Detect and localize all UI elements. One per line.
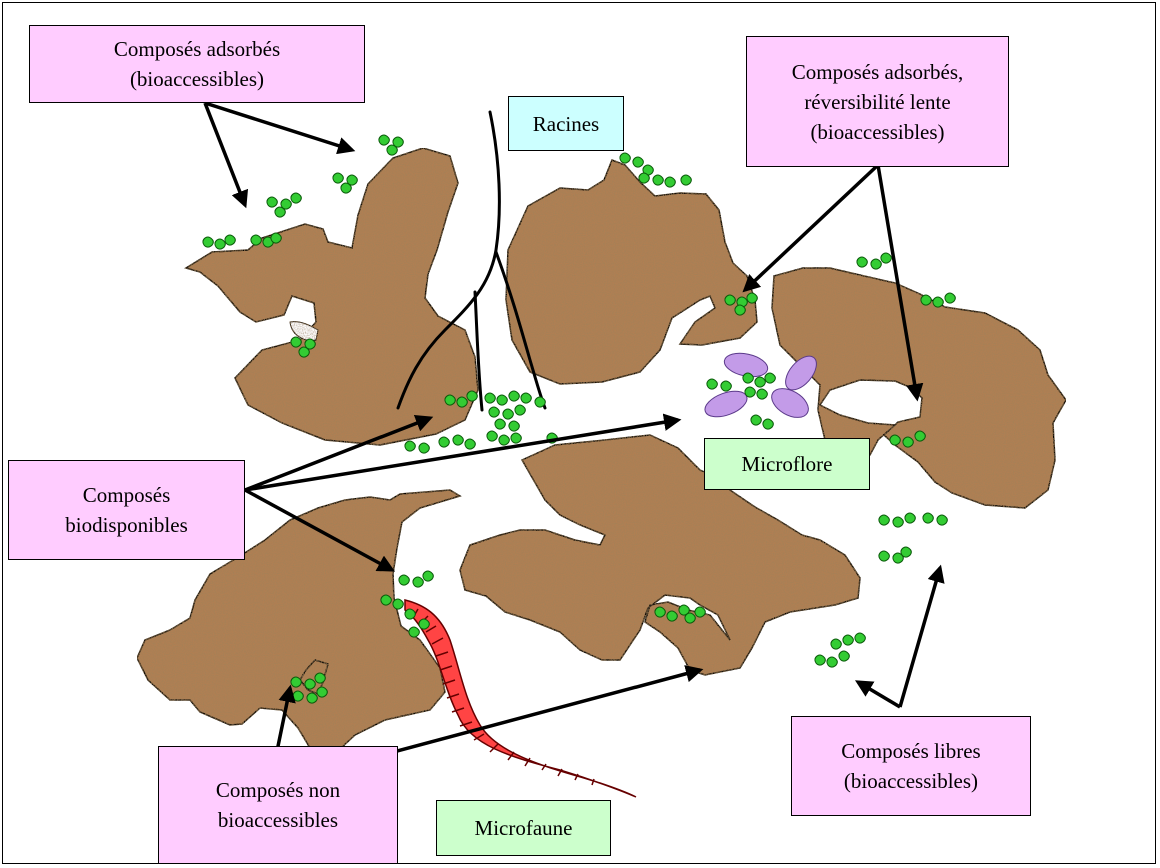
soil-aggregate-top-middle bbox=[506, 160, 757, 384]
compound-droplet bbox=[463, 437, 477, 451]
compound-droplet bbox=[495, 393, 509, 407]
compound-droplet bbox=[837, 649, 851, 663]
arrow bbox=[858, 682, 900, 707]
label-free-compounds: Composés libres (bioaccessibles) bbox=[791, 716, 1031, 816]
compound-droplet bbox=[519, 391, 533, 405]
soil-aggregate-top-left bbox=[186, 148, 478, 445]
compound-droplet bbox=[397, 573, 411, 587]
compound-droplet bbox=[493, 417, 507, 431]
arrow bbox=[900, 568, 940, 707]
compound-droplet bbox=[451, 433, 465, 447]
compound-droplet bbox=[483, 391, 497, 405]
compound-droplet bbox=[903, 511, 917, 525]
compound-droplet bbox=[749, 413, 763, 427]
compound-droplet bbox=[719, 379, 733, 393]
compound-droplet bbox=[755, 387, 769, 401]
compound-droplet bbox=[877, 513, 891, 527]
compound-droplet bbox=[509, 431, 523, 445]
label-adsorbed-compounds: Composés adsorbés (bioaccessibles) bbox=[29, 25, 365, 103]
compound-droplet bbox=[201, 235, 215, 249]
compound-droplet bbox=[921, 511, 935, 525]
compound-droplet bbox=[487, 405, 501, 419]
compound-droplet bbox=[825, 655, 839, 669]
compound-droplet bbox=[761, 417, 775, 431]
compound-droplet bbox=[813, 653, 827, 667]
compound-droplet bbox=[829, 637, 843, 651]
label-bioavailable-compounds: Composés biodisponibles bbox=[8, 460, 245, 560]
label-microfauna: Microfaune bbox=[436, 800, 611, 856]
compound-droplet bbox=[507, 389, 521, 403]
label-roots: Racines bbox=[508, 96, 624, 151]
compound-droplet bbox=[631, 155, 645, 169]
arrow bbox=[205, 103, 352, 150]
compound-droplet bbox=[485, 429, 499, 443]
compound-droplet bbox=[501, 407, 515, 421]
compound-droplet bbox=[877, 549, 891, 563]
compound-droplet bbox=[679, 173, 693, 187]
compound-droplet bbox=[853, 631, 867, 645]
compound-droplet bbox=[855, 255, 869, 269]
compound-droplet bbox=[935, 513, 949, 527]
arrow bbox=[205, 103, 245, 205]
compound-droplet bbox=[377, 133, 391, 147]
compound-droplet bbox=[507, 419, 521, 433]
compound-droplet bbox=[403, 439, 417, 453]
label-non-bioaccessible-compounds: Composés non bioaccessibles bbox=[158, 746, 398, 864]
compound-droplet bbox=[437, 435, 451, 449]
compound-droplet bbox=[331, 171, 345, 185]
compound-droplet bbox=[497, 433, 511, 447]
compound-droplet bbox=[265, 195, 279, 209]
compound-droplet bbox=[841, 633, 855, 647]
compound-droplet bbox=[891, 515, 905, 529]
compound-droplet bbox=[513, 403, 527, 417]
compound-droplet bbox=[705, 377, 719, 391]
label-adsorbed-slow-reversibility: Composés adsorbés, réversibilité lente (… bbox=[746, 36, 1009, 167]
compound-droplet bbox=[663, 175, 677, 189]
label-microflora: Microflore bbox=[704, 438, 870, 490]
compound-droplet bbox=[943, 291, 957, 305]
compound-droplet bbox=[651, 173, 665, 187]
compound-droplet bbox=[417, 441, 431, 455]
